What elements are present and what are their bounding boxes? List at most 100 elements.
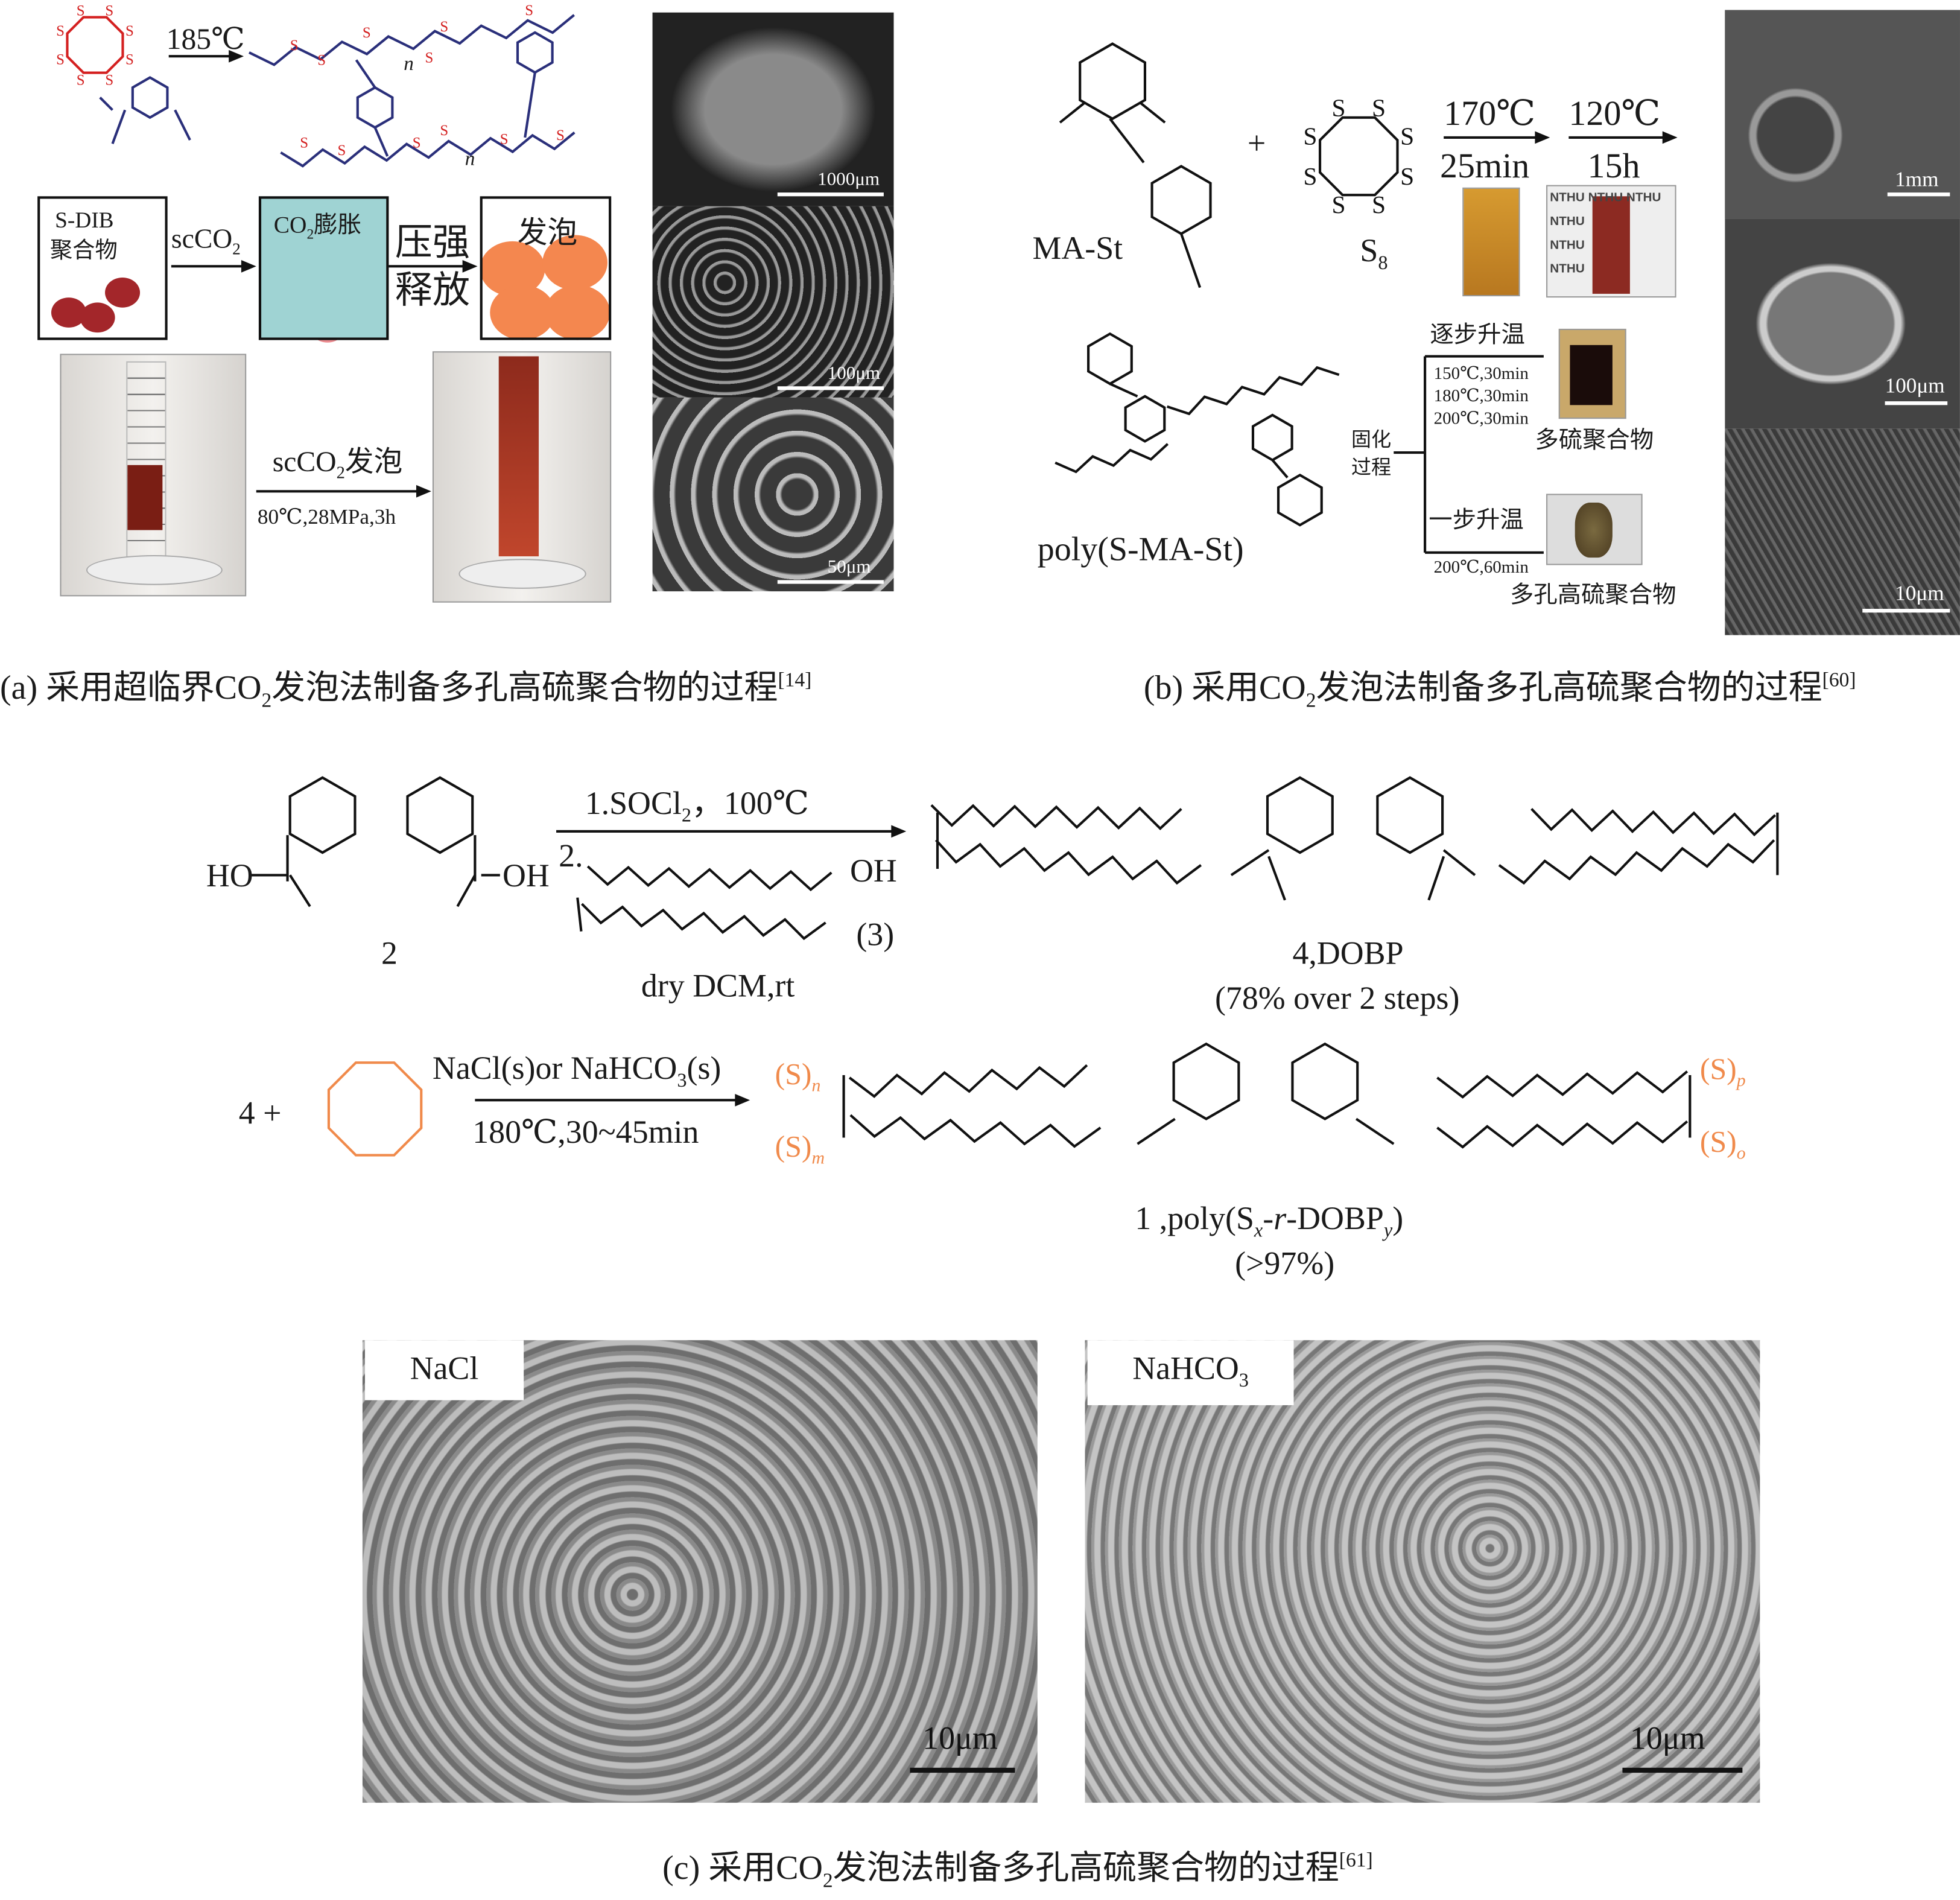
scale-bar <box>777 386 884 390</box>
co2-expansion-box: CO2膨胀 <box>258 196 389 340</box>
s8-label: S8 <box>1360 232 1388 275</box>
sulfur-atom: S <box>440 122 448 139</box>
reactant-4-label: 4 + <box>238 1095 282 1132</box>
bond-line <box>1427 856 1445 901</box>
hexagon-ring <box>1251 413 1293 462</box>
process-label: 过程 <box>1351 457 1392 479</box>
onestep-condition: 200℃,60min <box>1433 559 1529 578</box>
bond-line <box>1271 459 1289 478</box>
gradual-heating-label: 逐步升温 <box>1430 322 1525 349</box>
dioxane-ring <box>1087 332 1133 386</box>
scale-label: 100μm <box>1885 373 1945 398</box>
sulfur-atom: S <box>125 23 134 39</box>
arrow-icon <box>462 259 478 273</box>
product-1-label: 1 ,poly(Sx-r-DOBPy) <box>1135 1200 1404 1242</box>
poly-s-ma-st-label: poly(S-MA-St) <box>1037 530 1244 568</box>
scale-label: 1mm <box>1895 167 1939 192</box>
bond-line <box>1109 118 1145 164</box>
hexagon-ring <box>131 76 169 119</box>
release-label: 释放 <box>395 270 471 311</box>
sulfur-atom: S <box>1372 94 1386 121</box>
scale-label: 10μm <box>1629 1720 1705 1757</box>
a-repeat-n: n <box>465 148 475 170</box>
arrow-icon <box>229 49 244 63</box>
sulfur-atom: S <box>300 135 308 151</box>
foamed-particle <box>542 235 607 290</box>
reagent-2: 2. <box>559 837 583 874</box>
polymer-particle <box>80 302 115 333</box>
alkyl-chain <box>1436 1120 1689 1149</box>
gradual-condition: 200℃,30min <box>1433 410 1529 429</box>
alkyl-chain <box>934 839 1202 885</box>
step2-temp: 120℃ <box>1568 95 1661 134</box>
hexagon-ring <box>1291 1042 1359 1120</box>
bond-line <box>1230 849 1270 877</box>
porous-sample-photo <box>1546 494 1643 565</box>
bond-line <box>1180 233 1202 288</box>
sem-image-b3: 10μm <box>1725 428 1960 635</box>
plus-sign: + <box>1247 125 1266 162</box>
bond-line <box>373 127 389 157</box>
a-temp: 185℃ <box>166 24 245 57</box>
arrow-icon <box>1535 131 1550 144</box>
s-dib-box: S-DIB 聚合物 <box>37 196 168 340</box>
s-dib-label: S-DIB <box>55 207 114 233</box>
foamed-particle <box>480 241 545 297</box>
scco2-label: scCO2 <box>171 222 241 258</box>
s-group-m: (S)m <box>775 1131 825 1169</box>
cure-label: 固化 <box>1351 430 1392 451</box>
scale-label: 100μm <box>827 363 881 384</box>
step2-time: 15h <box>1587 147 1640 186</box>
bond-line <box>355 59 376 89</box>
caption-b: (b) 采用CO2发泡法制备多孔高硫聚合物的过程[60] <box>1143 669 1856 712</box>
sulfur-atom: S <box>1331 94 1345 121</box>
alkyl-chain <box>1498 839 1775 885</box>
gradual-condition: 150℃,30min <box>1433 365 1529 384</box>
s-group-o: (S)o <box>1699 1126 1746 1164</box>
compound-2-label: 2 <box>381 935 398 971</box>
s8-ring <box>1318 116 1399 197</box>
foamed-particle <box>545 285 611 340</box>
sulfur-atom: S <box>1372 191 1386 218</box>
foaming-box: 发泡 <box>480 196 612 340</box>
bond-line <box>1059 101 1086 124</box>
alkyl-chain <box>1166 366 1340 416</box>
bond-line <box>1109 383 1138 398</box>
sem-image-a2: 100μm <box>652 206 894 398</box>
scale-label: 10μm <box>1895 581 1944 605</box>
sulfur-atom: S <box>125 52 134 68</box>
salt-label: NaCl(s)or NaHCO3(s) <box>432 1050 722 1092</box>
alkyl-chain <box>848 1064 1088 1098</box>
arrow-icon <box>891 825 907 838</box>
alkyl-chain <box>849 1114 1102 1148</box>
alkyl-chain <box>586 865 833 892</box>
cylinder-photo-before <box>60 354 247 597</box>
sem-image-a3: 50μm <box>652 397 894 592</box>
hexagon-ring <box>1172 1042 1240 1120</box>
orange-sample-photo <box>1462 187 1520 297</box>
polymer-label: 聚合物 <box>49 237 118 263</box>
sulfur-atom: S <box>363 25 371 41</box>
sem-image-b2: 100μm <box>1725 218 1960 429</box>
cylinder-photo-after <box>432 351 612 603</box>
step1-temp: 170℃ <box>1444 95 1536 134</box>
ho-label: HO <box>206 857 253 894</box>
yield-1-label: (>97%) <box>1235 1245 1335 1282</box>
scco2-foam-label: scCO2发泡 <box>272 446 403 482</box>
hexagon-ring <box>356 86 394 129</box>
porous-polymer-label: 多孔高硫聚合物 <box>1509 582 1676 609</box>
hexagon-ring <box>516 31 554 74</box>
bond-line <box>99 97 113 111</box>
sulfur-atom: S <box>105 72 113 88</box>
pressure-label: 压强 <box>395 222 471 264</box>
alkyl-chain <box>930 804 1182 830</box>
product-4-label: 4,DOBP <box>1292 935 1404 971</box>
polymer-particle <box>51 297 86 328</box>
compound-3-label: (3) <box>856 916 895 953</box>
dioxane-ring <box>1277 473 1323 527</box>
arrow-icon <box>416 485 431 498</box>
oh-label: OH <box>502 857 550 894</box>
sem-image-nahco3: NaHCO3 10μm <box>1085 1340 1760 1803</box>
alkyl-chain <box>1055 443 1169 474</box>
